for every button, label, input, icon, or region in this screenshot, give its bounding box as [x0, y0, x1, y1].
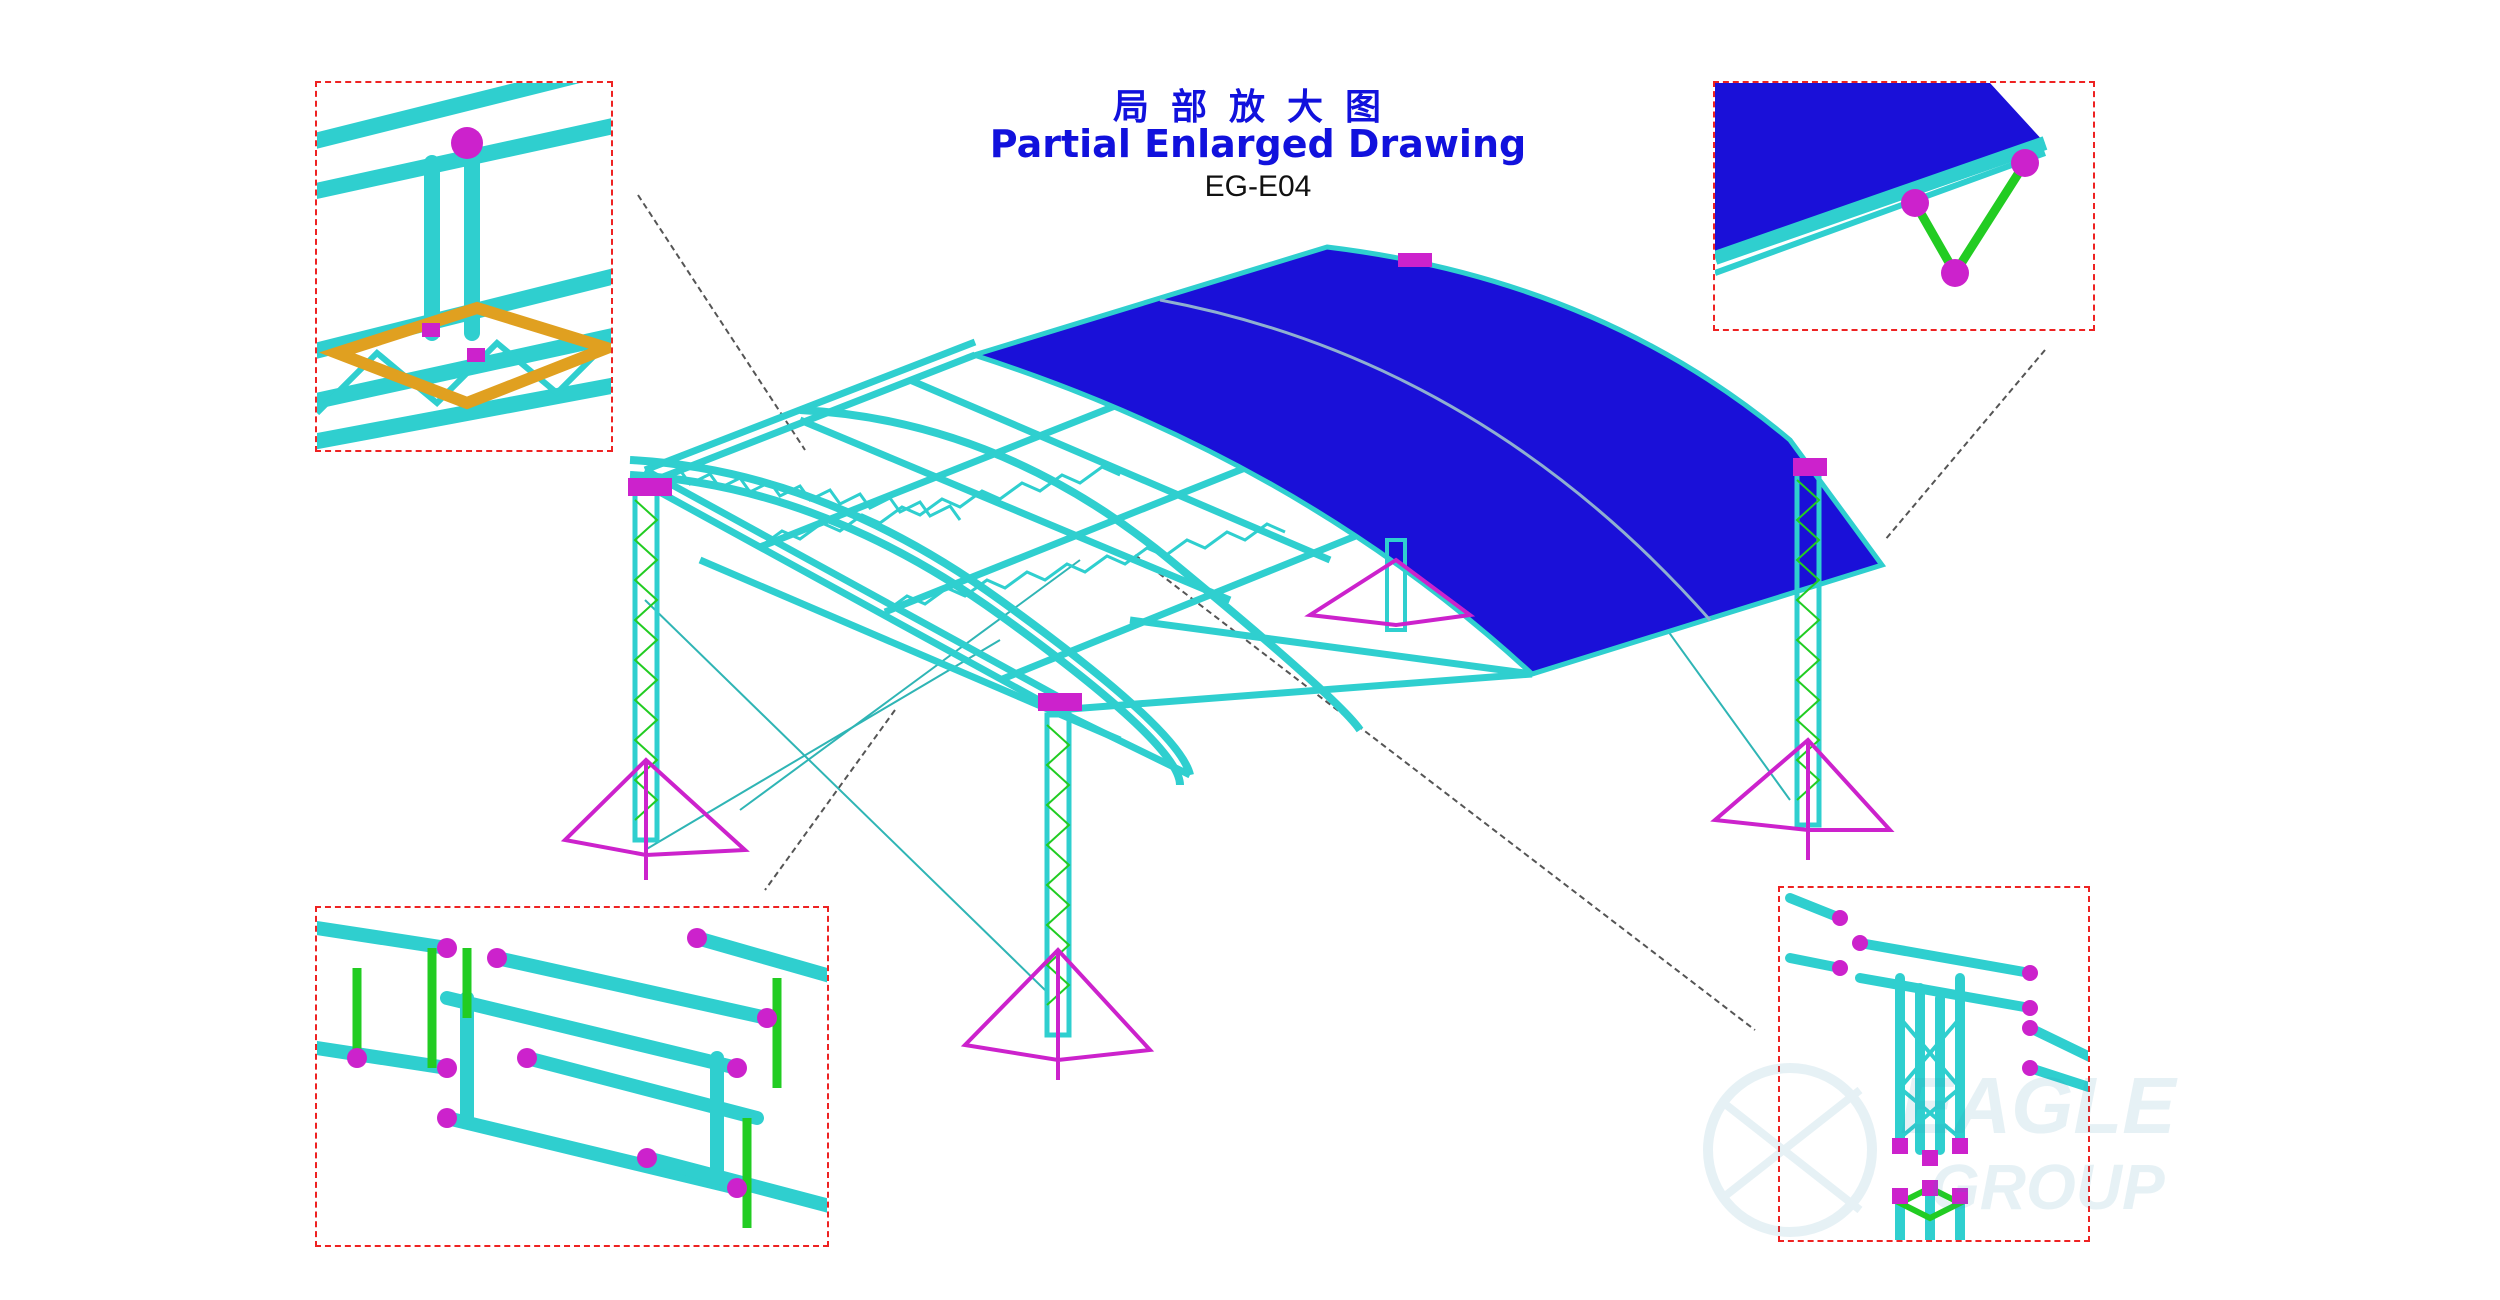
- detail-inset-top-right: [1713, 81, 2095, 331]
- title-chinese: 局部放大图: [1112, 87, 1403, 128]
- title-english: Partial Enlarged Drawing: [989, 122, 1527, 166]
- tripod-bases: [560, 253, 1895, 1080]
- detail-inset-bottom-left: [315, 906, 829, 1247]
- drawing-code: EG-E04: [1204, 170, 1312, 203]
- detail-inset-bottom-right: [1778, 886, 2090, 1242]
- roof-seam: [1159, 298, 1712, 621]
- roof-canopy: [965, 244, 1887, 677]
- detail-inset-top-left: [315, 81, 613, 452]
- arch-trusses: [629, 406, 1364, 786]
